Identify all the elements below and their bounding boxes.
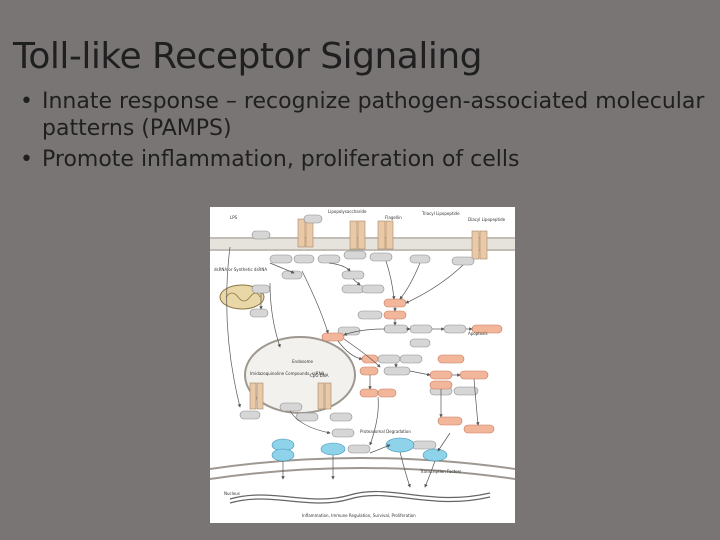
ligand-label: Lipopolysaccharide: [328, 209, 367, 214]
node-nemo: [331, 428, 355, 438]
node-ikka: [359, 388, 379, 398]
node-jnk: [422, 448, 448, 462]
node-myd88: [343, 250, 367, 260]
blue-nodes: [271, 437, 448, 462]
annotation-degradation: Proteasomal Degradation: [360, 429, 411, 434]
receptor-tlr8: [256, 382, 264, 410]
receptor-tlr6: [479, 230, 488, 260]
receptor-tlr2: [471, 230, 480, 260]
ligand-label: CpG DNA: [310, 373, 329, 378]
node-tak1: [429, 370, 453, 380]
annotation-transcription: Transcription Factors: [419, 469, 461, 474]
receptor-tlr4: [297, 218, 306, 248]
grey-nodes: [239, 214, 479, 454]
node-ikke: [361, 284, 385, 294]
node-irf7: [271, 448, 295, 462]
annotation-nucleus: Nucleus: [224, 491, 240, 496]
node-traf6: [321, 332, 345, 342]
bullet-text: Promote inflammation, proliferation of c…: [42, 147, 520, 172]
node-irak4: [295, 412, 319, 422]
annotation-apoptosis: Apoptosis: [468, 331, 488, 336]
node-mkk4-7: [459, 370, 489, 380]
node-pellino: [399, 354, 423, 364]
node-irak2: [409, 324, 433, 334]
receptor-tlr5: [349, 220, 358, 250]
node-trif: [293, 254, 315, 264]
ligand-label: Triacyl Lipopeptide: [421, 211, 460, 216]
ligand-label: Flagellin: [385, 215, 402, 220]
bullet-dot: •: [20, 89, 33, 114]
nucleus-membrane: [210, 457, 515, 504]
node-mavs: [249, 308, 269, 318]
node-myd88: [451, 256, 475, 266]
receptor-tlr7: [249, 382, 257, 410]
ligand-label: dsRNA or Synthetic dsRNA: [214, 267, 267, 272]
diagram-caption: Inflammation, Immune Regulation, Surviva…: [302, 513, 416, 518]
node-mekk: [437, 416, 463, 426]
receptor-tlr5: [357, 220, 366, 250]
node-cd14: [251, 230, 271, 240]
orange-nodes: [321, 298, 503, 434]
node-ubc13: [383, 366, 411, 376]
slide-title: Toll-like Receptor Signaling: [13, 36, 483, 77]
ligand-label: Imidazoquinoline Compounds, ssRNA: [250, 371, 325, 376]
node-tirap: [269, 254, 293, 264]
node-ikb: [347, 444, 371, 454]
node-myd88: [369, 252, 393, 262]
node-tollip: [357, 310, 383, 320]
pathway-svg: LPS Lipopolysaccharide Flagellin Triacyl…: [210, 209, 515, 518]
bullet-list: • Innate response – recognize pathogen-a…: [20, 88, 710, 177]
receptors: [249, 218, 488, 410]
node-myd88: [279, 402, 303, 412]
ligand-label: Diacyl Lipopeptide: [468, 217, 506, 222]
node-traf6: [329, 412, 353, 422]
node-mkk3-6: [453, 386, 479, 396]
node-nfkb: [385, 437, 415, 453]
node-p38: [411, 440, 437, 450]
node-irak4: [383, 298, 407, 308]
node-a20: [409, 338, 431, 348]
node-tab1: [429, 380, 453, 390]
receptor-tlr9: [324, 382, 332, 410]
ligand-labels: LPS Lipopolysaccharide Flagellin Triacyl…: [214, 209, 506, 378]
node-fadd: [443, 324, 467, 334]
node-irf3: [320, 442, 346, 456]
diagram-annotations: Apoptosis Endosome Proteasomal Degradati…: [224, 331, 488, 518]
node-unc93b: [239, 410, 261, 420]
node-irak1: [383, 324, 409, 334]
bullet-text: Innate response – recognize pathogen-ass…: [42, 89, 705, 141]
node-rig1: [251, 284, 271, 294]
node-irak1: [377, 354, 401, 364]
bullet-dot: •: [20, 147, 33, 172]
tlr-pathway-diagram: LPS Lipopolysaccharide Flagellin Triacyl…: [210, 207, 515, 523]
node-myd88: [317, 254, 341, 264]
receptor-tlr2: [385, 220, 394, 250]
node-mapk: [437, 354, 465, 364]
ligand-label: LPS: [230, 215, 238, 220]
bullet-item: • Innate response – recognize pathogen-a…: [20, 88, 710, 142]
annotation-endosome: Endosome: [292, 359, 313, 364]
node-nik: [361, 354, 379, 364]
node-ikk: [359, 366, 379, 376]
node-ikkb: [377, 388, 397, 398]
node-irak4: [341, 270, 365, 280]
node-tbk1: [341, 284, 365, 294]
receptor-tlr1: [377, 220, 386, 250]
node-md2: [303, 214, 323, 224]
signal-arrows: [226, 246, 480, 488]
node-tirap: [409, 254, 431, 264]
receptor-tlr9: [317, 382, 325, 410]
node-irak-m: [383, 310, 407, 320]
node-jnk: [463, 424, 495, 434]
bullet-item: • Promote inflammation, proliferation of…: [20, 146, 710, 173]
